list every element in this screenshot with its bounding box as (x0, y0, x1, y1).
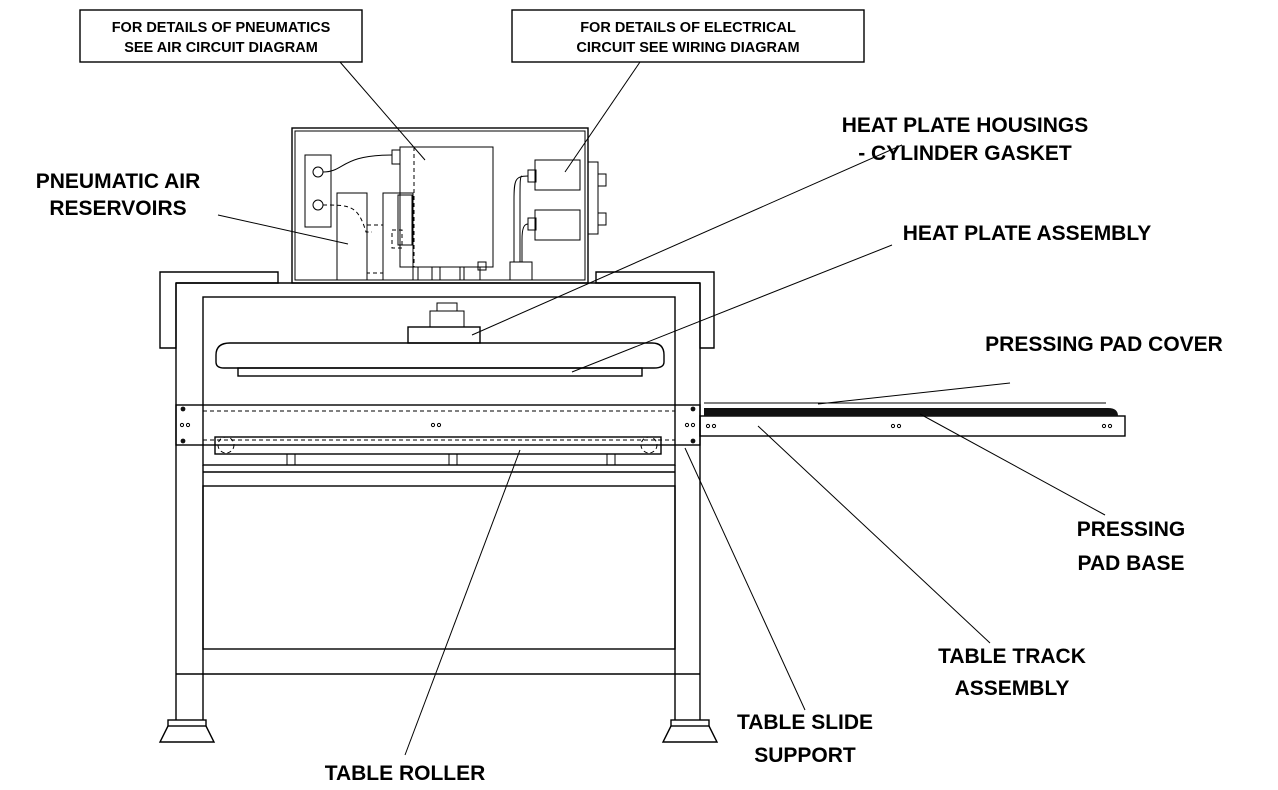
pneumatic-air-reservoirs-label-2: RESERVOIRS (49, 197, 186, 220)
pressing-pad-base-label-1: PRESSING (1077, 518, 1186, 541)
pneumatic-air-reservoirs-label-1: PNEUMATIC AIR (36, 170, 201, 193)
table-slide-support-label-1: TABLE SLIDE (737, 711, 873, 734)
heat-plate-housings-label-2: - CYLINDER GASKET (858, 142, 1072, 165)
table-track (175, 404, 701, 466)
pneumatics-note: FOR DETAILS OF PNEUMATICS SEE AIR CIRCUI… (79, 9, 363, 63)
heat-plate-assembly-label: HEAT PLATE ASSEMBLY (903, 222, 1152, 245)
electrical-note-line-2: CIRCUIT SEE WIRING DIAGRAM (576, 40, 799, 56)
table-track-assembly-label-1: TABLE TRACK (938, 645, 1086, 668)
electrical-note: FOR DETAILS OF ELECTRICAL CIRCUIT SEE WI… (511, 9, 865, 63)
electrical-note-line-1: FOR DETAILS OF ELECTRICAL (580, 20, 796, 36)
machine-frame (158, 271, 719, 743)
pneumatics-note-line-1: FOR DETAILS OF PNEUMATICS (112, 20, 331, 36)
pneumatics-note-line-2: SEE AIR CIRCUIT DIAGRAM (124, 40, 318, 56)
table-roller-label: TABLE ROLLER (325, 762, 486, 785)
pressing-table (699, 402, 1126, 437)
leader-lines (217, 61, 1106, 756)
heat-plate (215, 302, 665, 377)
heat-plate-housings-label-1: HEAT PLATE HOUSINGS (842, 114, 1089, 137)
table-slide-support-label-2: SUPPORT (754, 744, 856, 767)
control-cabinet (291, 127, 607, 284)
table-track-assembly-label-2: ASSEMBLY (955, 677, 1070, 700)
pressing-pad-cover-label: PRESSING PAD COVER (985, 333, 1223, 356)
pressing-pad-base-label-2: PAD BASE (1078, 552, 1185, 575)
